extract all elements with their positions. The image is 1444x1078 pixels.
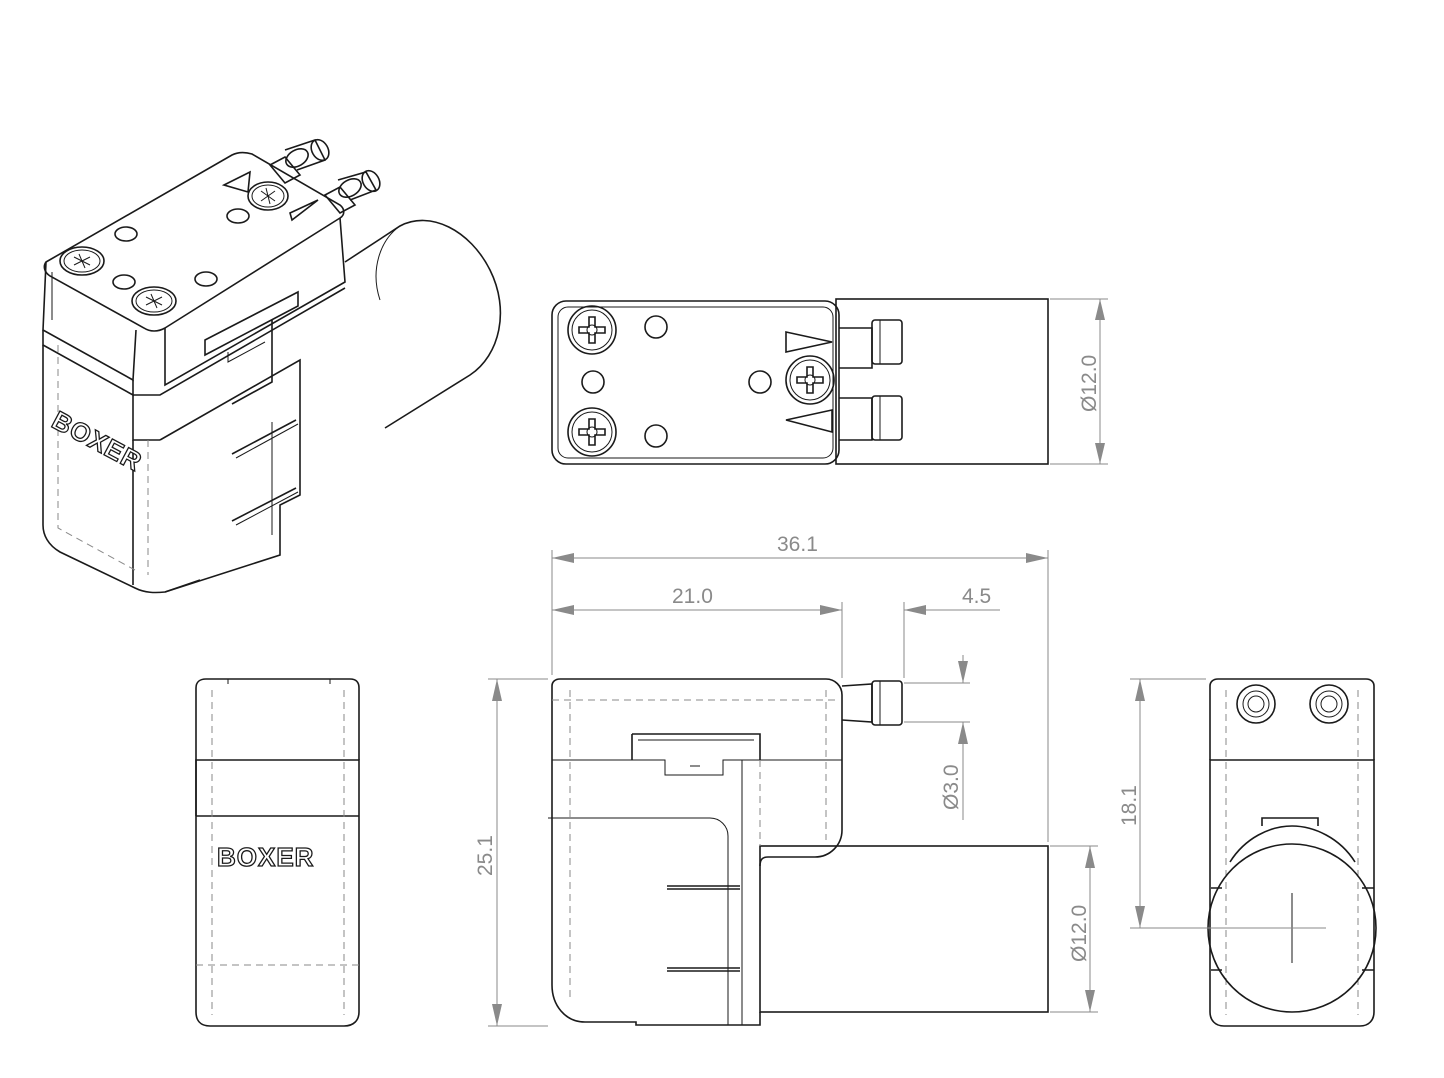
axis-height-label: 18.1 bbox=[1118, 785, 1141, 826]
top-motor-diameter-label: Ø12.0 bbox=[1078, 355, 1101, 412]
port-diameter-label: Ø3.0 bbox=[940, 764, 963, 810]
side-motor-diameter-label: Ø12.0 bbox=[1068, 905, 1091, 962]
body-length-label: 21.0 bbox=[672, 585, 713, 608]
isometric-view: BOXER bbox=[42, 138, 502, 594]
front-view: 36.1 21.0 4.5 Ø3.0 25.1 Ø12.0 bbox=[474, 533, 1098, 1027]
top-view: Ø12.0 bbox=[551, 298, 1108, 465]
right-view: 18.1 bbox=[1118, 678, 1377, 1027]
height-label: 25.1 bbox=[474, 835, 497, 876]
port-offset-label: 4.5 bbox=[962, 585, 991, 608]
left-view: BOXER bbox=[195, 678, 360, 1027]
overall-length-label: 36.1 bbox=[777, 533, 818, 556]
side-brand-label: BOXER bbox=[217, 842, 314, 872]
